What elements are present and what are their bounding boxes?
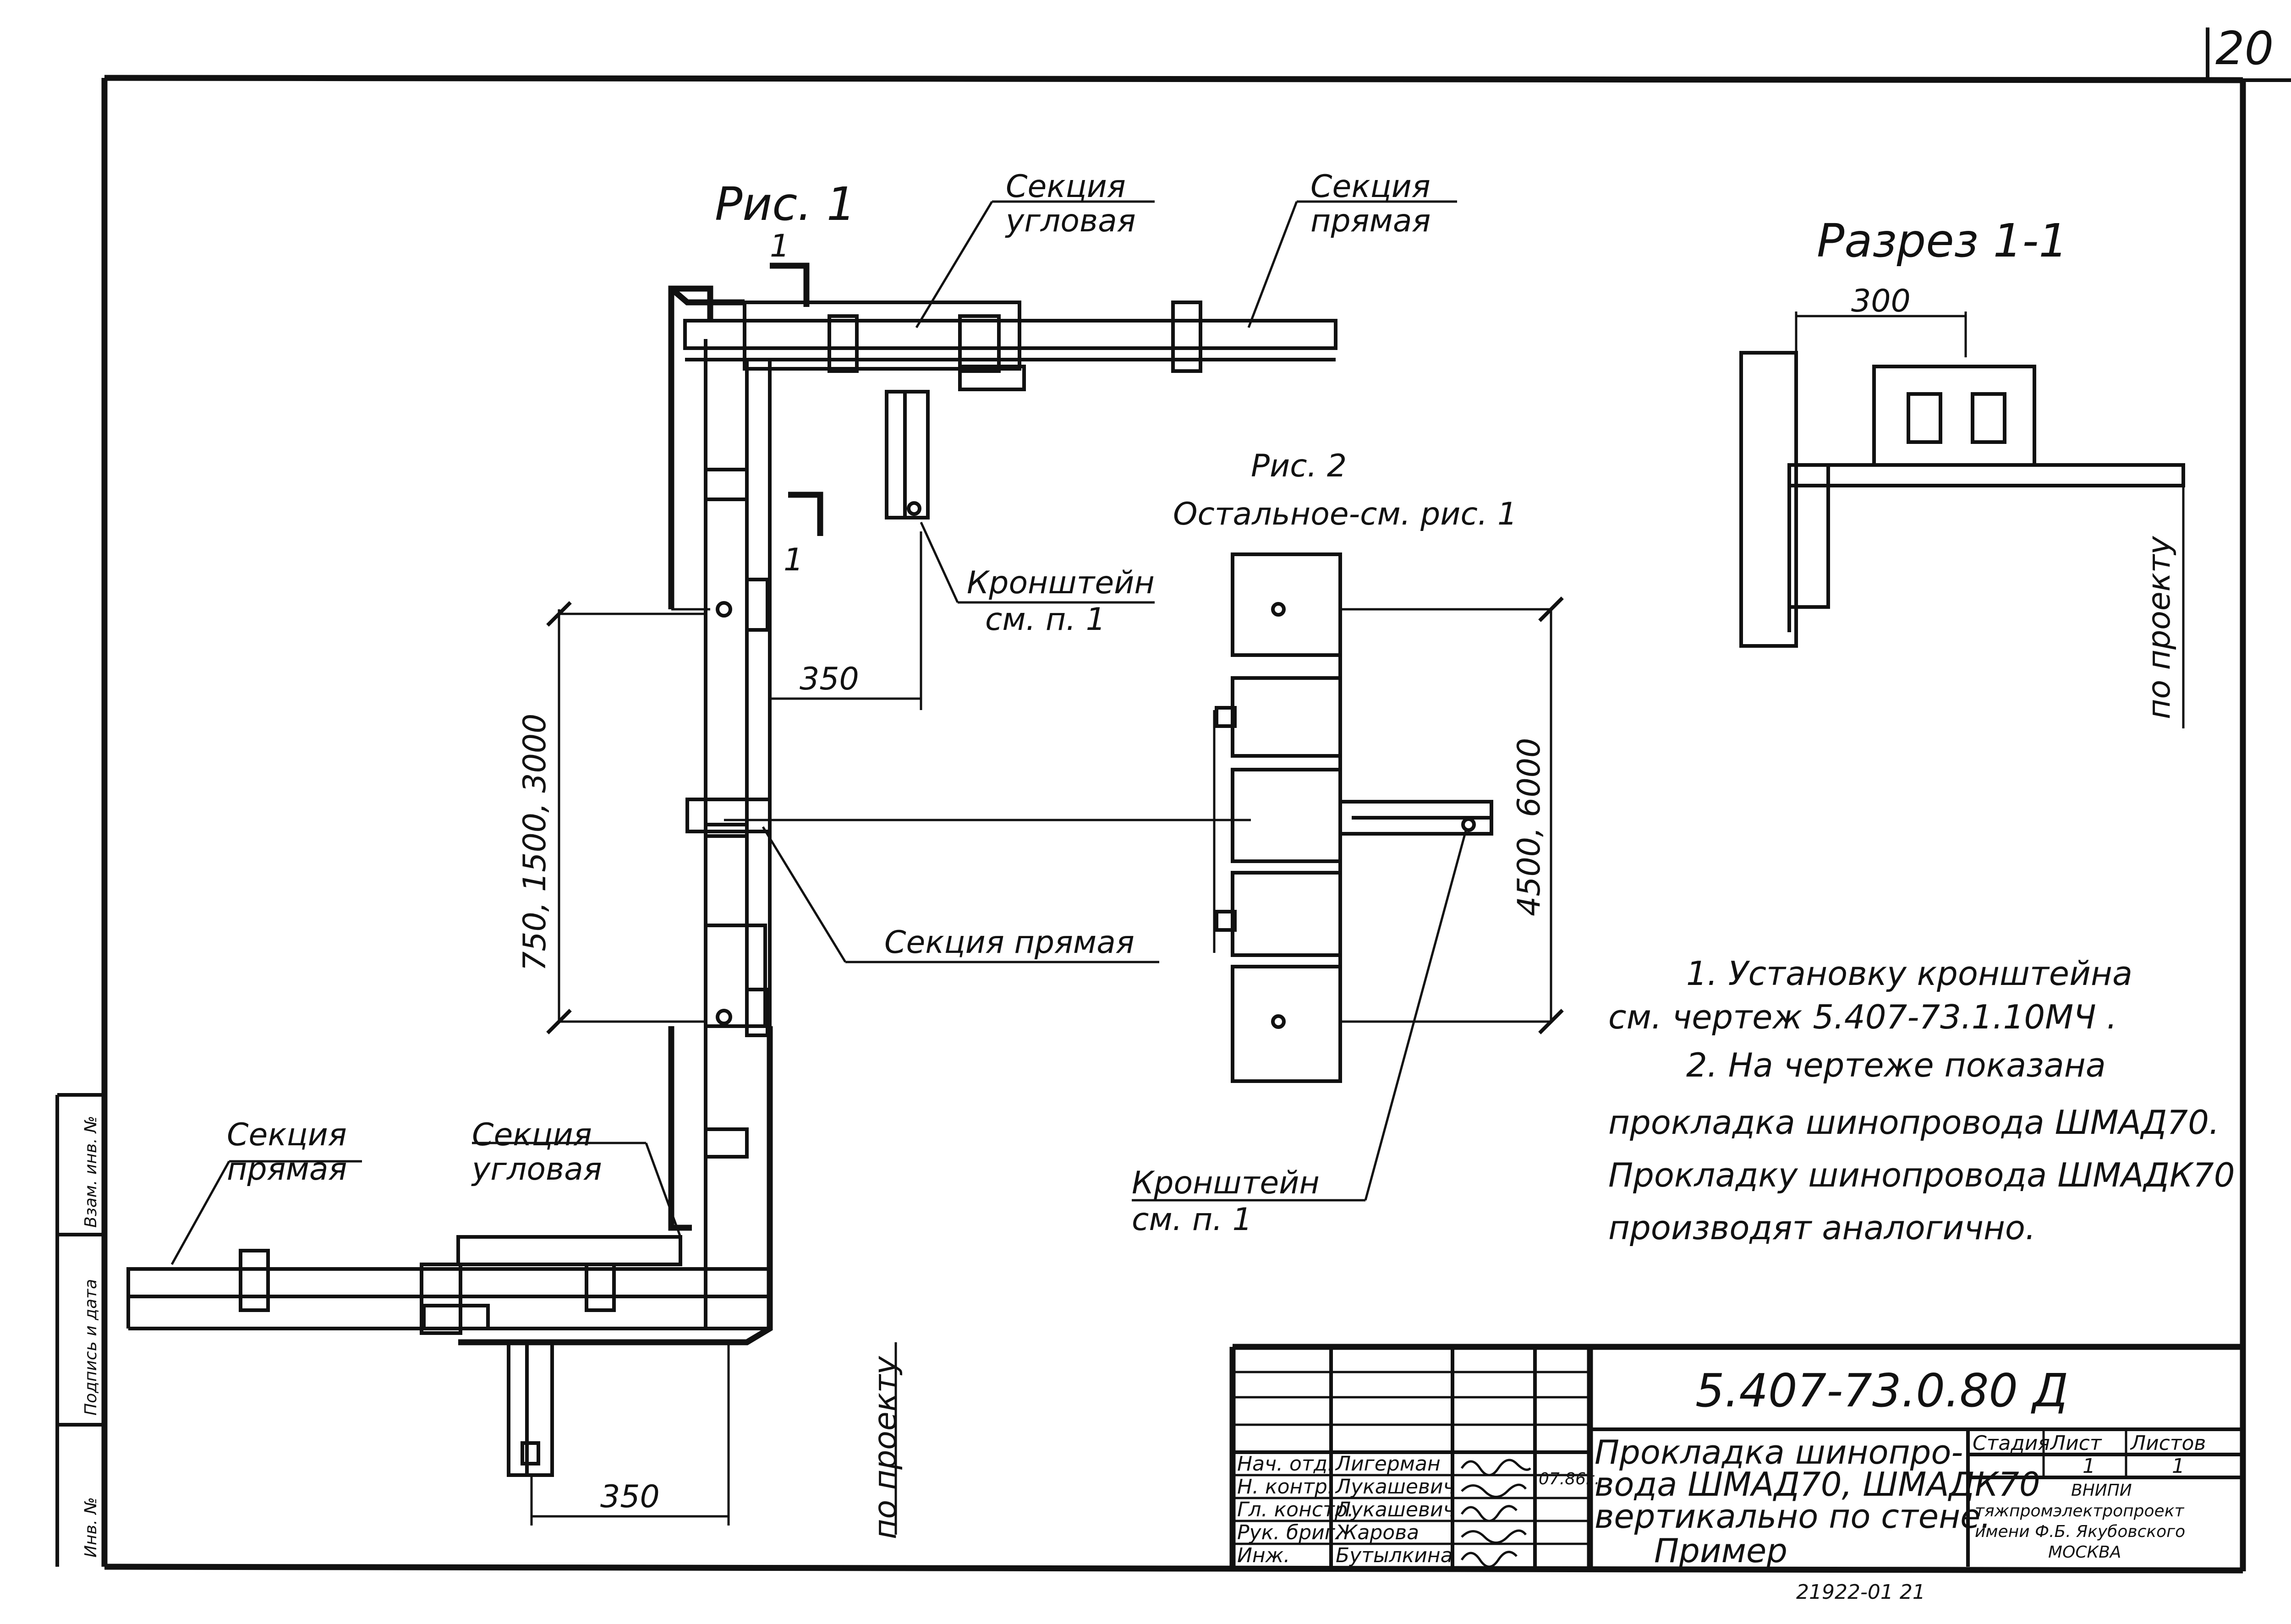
doc-code: 5.407-73.0.80 Д	[1695, 1364, 2068, 1417]
fig1-angle-bottom-l1: Секция	[472, 1117, 592, 1153]
sheet-number: 20	[2215, 22, 2274, 75]
stamp-title-l4: Пример	[1654, 1531, 1787, 1570]
note-2-line1: 2. На чертеже показана	[1686, 1046, 2106, 1084]
stamp-date: 07.86г.	[1539, 1470, 1600, 1488]
fig2-bracket-l2: см. п. 1	[1132, 1202, 1252, 1238]
fig1-dim-350-bottom: 350	[600, 1479, 660, 1515]
fig1-straight-left-l1: Секция	[227, 1117, 347, 1153]
fig2-title: Рис. 2	[1251, 448, 1347, 484]
stamp-org-l1: ВНИПИ	[2071, 1481, 2132, 1500]
section-dim: 300	[1851, 283, 1911, 319]
stamp-title-l1: Прокладка шинопро-	[1595, 1433, 1963, 1471]
margin-replace-inv: Взам. инв. №	[82, 1116, 100, 1228]
left-margin-strip	[55, 1093, 104, 1567]
stamp-org-l2: тяжпромэлектропроект	[1975, 1502, 2184, 1520]
stamp-col-sheet: Лист	[2050, 1432, 2102, 1455]
stamp-sheet-val: 1	[2083, 1454, 2095, 1478]
fig1-angle-top-l1: Секция	[1006, 169, 1126, 205]
fig1-section-mark-right: 1	[784, 542, 803, 578]
fig1-angle-bottom-l2: угловая	[471, 1151, 602, 1187]
fig1-dim-vertical: 750, 1500, 3000	[517, 714, 553, 971]
margin-inv-no: Инв. №	[82, 1497, 100, 1558]
note-2-line4: производят аналогично.	[1608, 1208, 2036, 1247]
fig1-section-mark-top: 1	[770, 228, 789, 264]
fig2-drawing	[1132, 552, 1564, 1202]
fig1-straight-mid: Секция прямая	[884, 924, 1135, 961]
stamp-role-2: Н. контр.	[1237, 1475, 1334, 1498]
note-2-line2: прокладка шинопровода ШМАД70.	[1608, 1103, 2220, 1142]
stamp-name-2: Лукашевич	[1335, 1475, 1455, 1498]
stamp-role-1: Нач. отд.	[1237, 1452, 1334, 1476]
fig1-bracket-l1: Кронштейн	[967, 565, 1155, 601]
fig2-bracket-l1: Кронштейн	[1132, 1165, 1320, 1201]
fig1-dim-350-top: 350	[800, 661, 859, 697]
fig1-by-project: по проекту	[867, 1356, 904, 1539]
fig1-straight-top-l2: прямая	[1310, 203, 1431, 239]
section-by-project: по проекту	[2141, 536, 2177, 719]
stamp-name-3: Лукашевич	[1335, 1498, 1455, 1521]
title-block	[1229, 1344, 2243, 1567]
fig1-title: Рис. 1	[715, 177, 855, 231]
fig1-bracket-l2: см. п. 1	[985, 601, 1106, 638]
stamp-org-l4: МОСКВА	[2048, 1543, 2121, 1562]
stamp-name-4: Жарова	[1334, 1521, 1419, 1544]
note-1-line2: см. чертеж 5.407-73.1.10МЧ .	[1608, 998, 2117, 1036]
fig1-straight-top-l1: Секция	[1310, 169, 1431, 205]
stamp-name-5: Бутылкина	[1336, 1544, 1453, 1567]
note-1-line1: 1. Установку кронштейна	[1686, 954, 2132, 993]
signatures	[1460, 1459, 1531, 1568]
stamp-col-sheets: Листов	[2130, 1432, 2206, 1455]
fig2-dim-vertical: 4500, 6000	[1511, 738, 1547, 916]
stamp-title-l2: вода ШМАД70, ШМАДК70	[1595, 1465, 2040, 1504]
fig1-straight-left-l2: прямая	[227, 1151, 347, 1187]
margin-sign-date: Подпись и дата	[82, 1279, 100, 1416]
stamp-name-1: Лигерман	[1335, 1452, 1441, 1476]
fig1-drawing	[126, 200, 1457, 1535]
section-title: Разрез 1-1	[1817, 214, 2068, 268]
fig2-subtitle: Остальное-см. рис. 1	[1173, 496, 1517, 532]
stamp-role-4: Рук. бриг.	[1237, 1521, 1342, 1544]
stamp-role-5: Инж.	[1237, 1544, 1290, 1567]
stamp-role-3: Гл. констр.	[1237, 1498, 1354, 1521]
stamp-org-l3: имени Ф.Б. Якубовского	[1975, 1522, 2185, 1541]
note-2-line3: Прокладку шинопровода ШМАДК70	[1608, 1156, 2235, 1194]
stamp-col-stage: Стадия	[1973, 1432, 2050, 1455]
section-1-1-drawing	[1739, 312, 2185, 728]
stamp-sheets-val: 1	[2172, 1454, 2185, 1478]
sheet-footer: 21922-01 21	[1796, 1580, 1925, 1604]
fig1-angle-top-l2: угловая	[1005, 203, 1136, 239]
sheet-frame	[101, 27, 2291, 1574]
stamp-title-l3: вертикально по стене.	[1595, 1497, 1991, 1536]
